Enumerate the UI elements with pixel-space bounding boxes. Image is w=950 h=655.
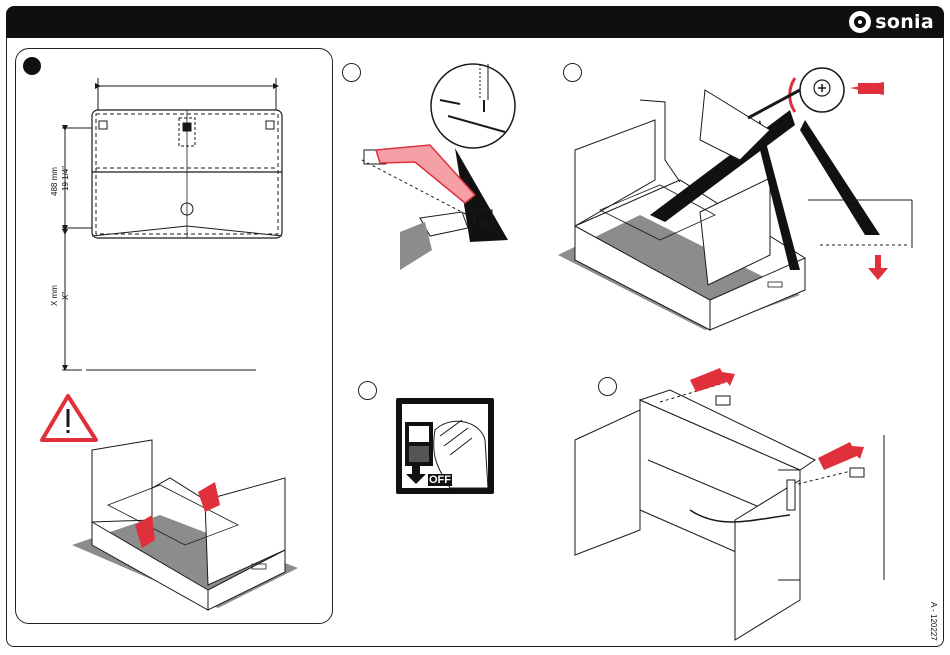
mount-arrow-left <box>690 368 735 392</box>
x-in-label: X" <box>61 292 70 300</box>
drilling-illustration <box>362 64 515 270</box>
cabinet-open-illustration <box>72 440 298 610</box>
mount-arrow-right <box>818 442 864 470</box>
height-mm-label: 488 mm <box>50 167 59 196</box>
hinge-adjustment-illustration <box>558 68 912 330</box>
x-mm-label: X mm <box>50 285 59 306</box>
height-in-label: 19 1/4" <box>61 166 70 191</box>
mounting-template-diagram <box>62 78 282 370</box>
warning-triangle-icon <box>42 396 96 440</box>
switch-off-label: OFF <box>428 474 452 486</box>
document-code: A - 120227 <box>929 602 938 641</box>
arrow-down-icon <box>868 255 888 280</box>
wall-mounting-illustration <box>575 383 884 640</box>
